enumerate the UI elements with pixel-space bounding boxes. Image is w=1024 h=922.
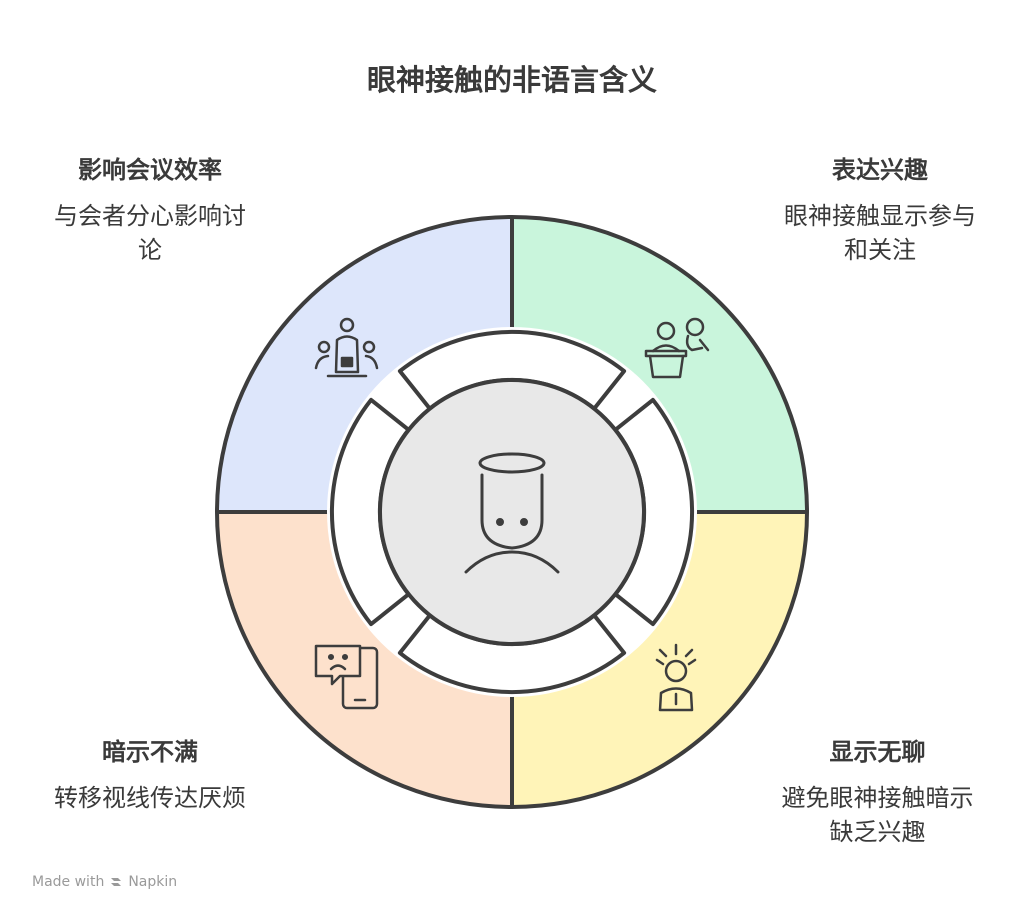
diagram-title: 眼神接触的非语言含义 — [366, 63, 657, 97]
quadrant-top-right-text: 表达兴趣 眼神接触显示参与 和关注 — [770, 150, 990, 267]
footer-made-with: Made with — [32, 874, 105, 890]
quadrant-bottom-right-heading: 显示无聊 — [829, 738, 926, 766]
sad-message-phone-icon — [314, 644, 379, 710]
quadrant-top-left-heading: 影响会议效率 — [78, 156, 222, 184]
quadrant-top-right-heading: 表达兴趣 — [832, 156, 928, 184]
footer-branding: Made with Napkin — [32, 874, 177, 890]
frustrated-person-icon — [655, 643, 697, 712]
quadrant-bottom-right-desc-1: 避免眼神接触暗示 — [781, 784, 974, 812]
napkin-logo-icon — [111, 878, 122, 886]
quadrant-top-left-desc-1: 与会者分心影响讨 — [54, 202, 246, 230]
center-circle — [378, 378, 646, 646]
quadrant-top-left-text: 影响会议效率 与会者分心影响讨 论 — [40, 150, 260, 267]
quadrant-top-right-desc-2: 和关注 — [844, 236, 916, 264]
presenter-icon — [644, 317, 710, 379]
person-face-icon — [464, 452, 560, 574]
quadrant-bottom-left-text: 暗示不满 转移视线传达厌烦 — [40, 732, 260, 815]
quadrant-bottom-right-text: 显示无聊 避免眼神接触暗示 缺乏兴趣 — [765, 732, 990, 849]
quadrant-top-right-desc-1: 眼神接触显示参与 — [784, 202, 976, 230]
meeting-people-icon — [314, 317, 379, 378]
quadrant-top-left-desc-2: 论 — [138, 236, 162, 264]
quadrant-bottom-left-desc-1: 转移视线传达厌烦 — [54, 784, 246, 812]
quadrant-bottom-left-heading: 暗示不满 — [102, 738, 198, 766]
quadrant-bottom-right-desc-2: 缺乏兴趣 — [829, 818, 926, 846]
footer-brand: Napkin — [128, 874, 178, 890]
